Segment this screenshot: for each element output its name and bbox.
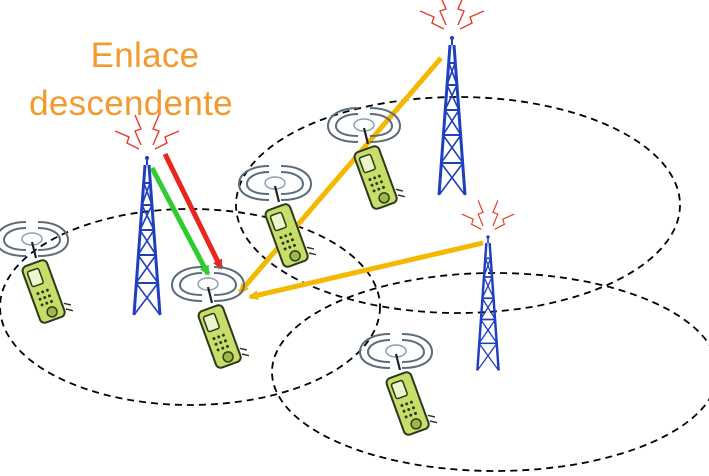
diagram-title-line2: descendente: [0, 84, 262, 124]
mobile-phone-icon: [172, 267, 250, 369]
mobile-phone-icon: [360, 334, 438, 436]
cell-tower-icon: [462, 201, 514, 371]
interference-arrow-top: [240, 58, 441, 292]
cell-boundaries: [0, 97, 709, 471]
mobile-phone-icon: [0, 222, 74, 324]
diagram-title-line1: Enlace: [55, 36, 235, 76]
mobile-phone-icon: [328, 108, 406, 210]
